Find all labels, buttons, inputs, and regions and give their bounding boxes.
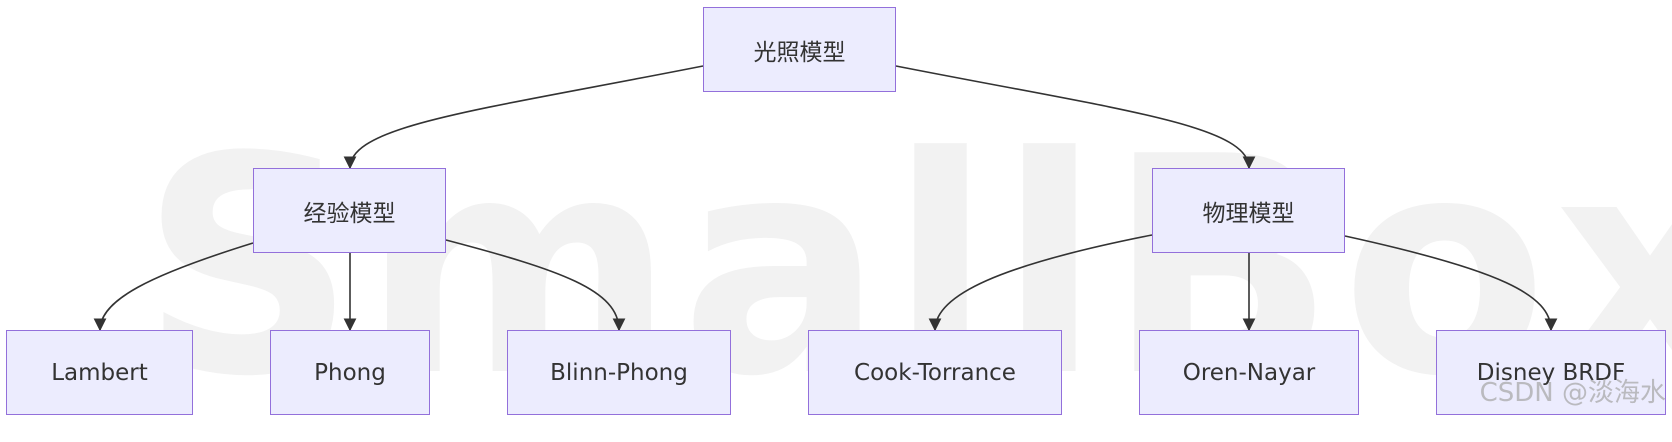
- node-blinn-phong: Blinn-Phong: [507, 330, 731, 415]
- edge-root-empirical: [343, 65, 704, 170]
- node-cook-torrance: Cook-Torrance: [808, 330, 1062, 415]
- csdn-watermark: CSDN @淡海水: [1479, 378, 1666, 408]
- node-physical-model: 物理模型: [1152, 168, 1345, 253]
- edge-empirical-lambert: [93, 242, 254, 332]
- edges-layer: [93, 65, 1558, 332]
- edge-root-physical: [895, 65, 1256, 170]
- node-oren-nayar: Oren-Nayar: [1139, 330, 1359, 415]
- node-lighting-model: 光照模型: [703, 7, 896, 92]
- node-lambert: Lambert: [6, 330, 193, 415]
- node-phong: Phong: [270, 330, 430, 415]
- node-empirical-model: 经验模型: [253, 168, 446, 253]
- node-disney-brdf: Disney BRDF: [1436, 330, 1666, 415]
- edge-empirical-blinn-phong: [445, 239, 626, 332]
- edge-physical-cook-torrance: [928, 234, 1153, 332]
- edge-physical-disney-brdf: [1344, 235, 1558, 332]
